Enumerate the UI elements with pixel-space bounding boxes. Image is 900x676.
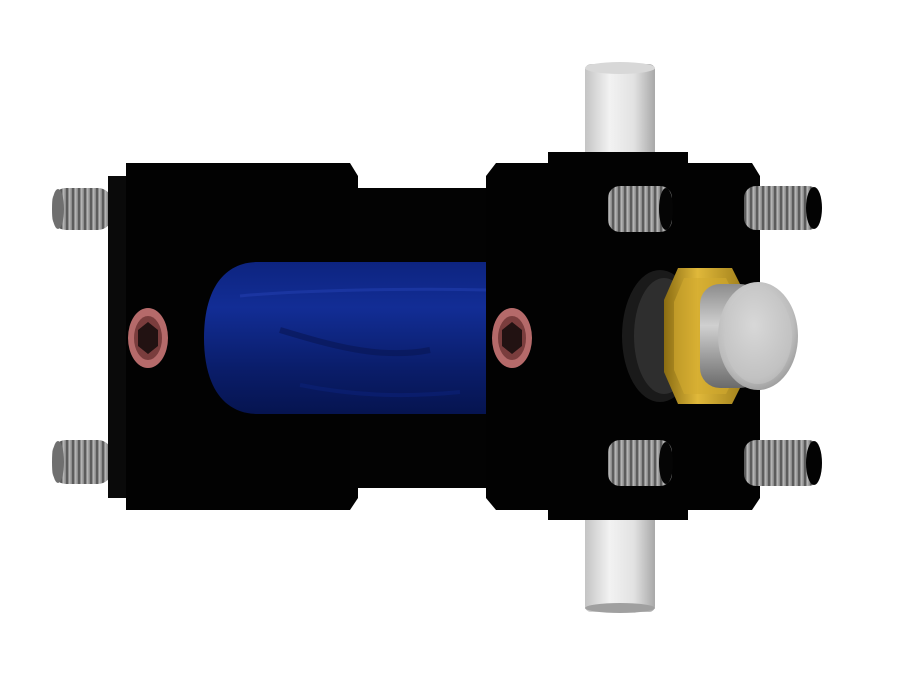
pivot-pin-bottom [585, 502, 655, 613]
pivot-pin-top [585, 62, 655, 174]
tie-rod-head-top [608, 186, 673, 232]
tie-rod-head-bottom [608, 440, 673, 486]
port-rear [128, 308, 168, 368]
tie-rod-left-bottom [52, 440, 112, 484]
piston-rod [700, 282, 798, 390]
tie-rod-right-top [744, 186, 822, 230]
tie-rod-left-top [52, 188, 112, 230]
port-front [492, 308, 532, 368]
blue-tube [204, 262, 489, 414]
tie-rod-right-bottom [744, 440, 822, 486]
